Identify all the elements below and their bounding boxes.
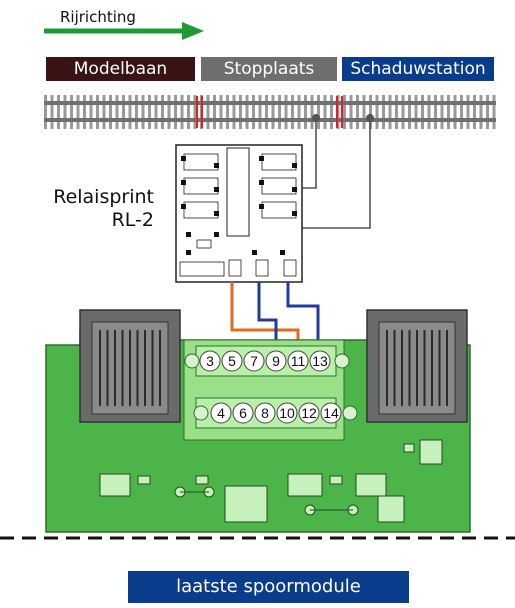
isolation-gap-left	[196, 96, 203, 128]
bottom-terminal-label-14: 14	[323, 405, 339, 421]
rj-connector-left	[79, 309, 181, 423]
top-terminal-label-7: 7	[250, 353, 258, 369]
relay-board-name-line2: RL-2	[111, 209, 154, 231]
direction-label: Rijrichting	[60, 8, 136, 26]
top-terminal-11	[287, 350, 309, 372]
section-bar-modelbaan	[46, 57, 195, 81]
top-terminal-13	[309, 350, 331, 372]
bottom-terminal-6	[232, 402, 254, 424]
bottom-terminal-8	[254, 402, 276, 424]
section-label-modelbaan: Modelbaan	[73, 59, 168, 79]
top-terminal-7	[243, 350, 265, 372]
bottom-terminal-label-10: 10	[279, 405, 295, 421]
bottom-terminal-label-8: 8	[261, 405, 269, 421]
top-terminal-label-3: 3	[206, 353, 214, 369]
relay-board-name-line1: Relaisprint	[53, 186, 154, 208]
bottom-label: laatste spoormodule	[176, 576, 361, 597]
top-terminal-5	[221, 350, 243, 372]
section-label-schaduwstation: Schaduwstation	[350, 59, 486, 79]
bottom-label-bar	[128, 571, 409, 603]
bottom-terminal-14	[320, 402, 342, 424]
direction-arrow	[44, 22, 204, 40]
top-terminal-label-13: 13	[312, 353, 328, 369]
top-terminal-label-11: 11	[291, 353, 306, 369]
top-terminal-9	[265, 350, 287, 372]
pcb-components	[99, 439, 443, 523]
bottom-terminal-10	[276, 402, 298, 424]
top-terminal-label-5: 5	[228, 353, 236, 369]
section-bar-schaduwstation	[342, 57, 494, 81]
isolation-gap-right	[336, 96, 343, 128]
feeder-wires	[297, 114, 374, 229]
rj-connector-right	[366, 309, 468, 423]
section-label-stopplaats: Stopplaats	[223, 59, 315, 79]
relay-board	[175, 144, 303, 283]
track	[44, 95, 496, 129]
bottom-terminal-12	[298, 402, 320, 424]
top-terminal-3	[199, 350, 221, 372]
section-bar-stopplaats	[201, 57, 337, 81]
bottom-terminal-label-12: 12	[301, 405, 317, 421]
top-terminal-label-9: 9	[272, 353, 280, 369]
relay-board-name: Relaisprint RL-2	[30, 186, 154, 232]
bottom-terminal-label-6: 6	[239, 405, 247, 421]
bottom-terminal-4	[210, 402, 232, 424]
bottom-terminal-label-4: 4	[217, 405, 225, 421]
